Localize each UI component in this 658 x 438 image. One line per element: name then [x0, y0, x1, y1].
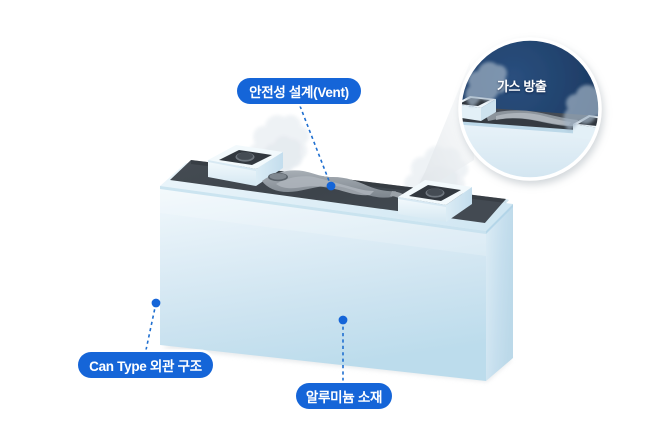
- terminal-right: [398, 180, 472, 222]
- magnifier-gas-label: 가스 방출: [497, 79, 547, 94]
- terminal-left: [208, 145, 283, 186]
- callout-badge-aluminum[interactable]: 알루미늄 소재: [296, 383, 392, 409]
- leader-dot-alu: [338, 315, 348, 325]
- battery-cell: [160, 145, 513, 381]
- cell-front-face: [160, 186, 486, 381]
- magnifier: [458, 37, 602, 181]
- callout-badge-can-type[interactable]: Can Type 외관 구조: [78, 352, 213, 378]
- leader-lines: [145, 105, 348, 381]
- zoom-wedge: [412, 62, 474, 198]
- leader-dot-can: [151, 298, 161, 308]
- leader-dot-vent: [326, 181, 336, 191]
- leader-line-vent: [299, 105, 332, 187]
- callout-badge-vent[interactable]: 안전성 설계(Vent): [237, 78, 361, 104]
- cell-right-face: [486, 204, 513, 381]
- leader-line-can: [145, 302, 157, 351]
